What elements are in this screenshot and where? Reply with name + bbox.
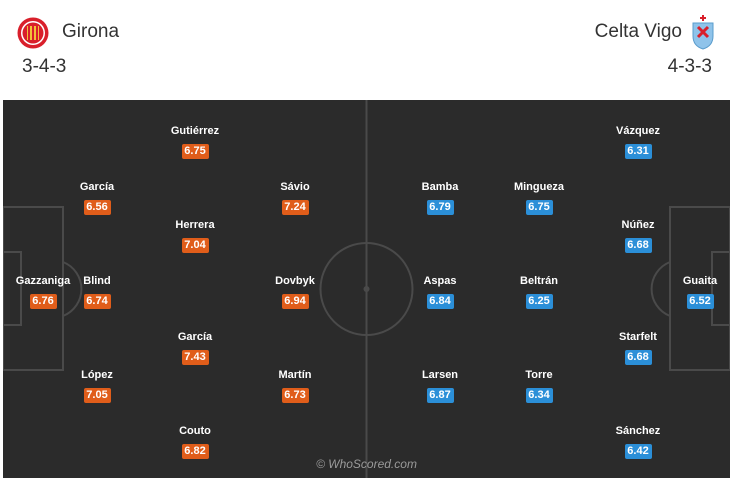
player-name: Larsen xyxy=(421,369,459,381)
celta-crest-icon xyxy=(692,15,714,50)
player-home-dovbyk[interactable]: Dovbyk 6.94 xyxy=(255,274,335,309)
player-name: Mingueza xyxy=(513,181,565,193)
match-header: Girona 3-4-3 Celta Vigo 4-3-3 xyxy=(0,0,730,95)
player-name: Herrera xyxy=(175,219,215,231)
player-rating: 6.75 xyxy=(181,144,209,159)
away-formation: 4-3-3 xyxy=(667,56,712,77)
player-home-lopez[interactable]: López 7.05 xyxy=(57,368,137,403)
player-rating: 6.31 xyxy=(624,144,652,159)
player-away-mingueza[interactable]: Mingueza 6.75 xyxy=(499,180,579,215)
player-rating: 6.87 xyxy=(426,388,454,403)
player-name: Torre xyxy=(525,369,553,381)
player-name: Bamba xyxy=(421,181,459,193)
player-name: Dovbyk xyxy=(275,275,315,287)
player-away-aspas[interactable]: Aspas 6.84 xyxy=(400,274,480,309)
player-home-martin[interactable]: Martín 6.73 xyxy=(255,368,335,403)
player-name: Blind xyxy=(83,275,111,287)
player-name: Gutiérrez xyxy=(170,125,220,137)
player-rating: 7.24 xyxy=(281,200,309,215)
home-team-name[interactable]: Girona xyxy=(62,21,120,42)
player-away-vazquez[interactable]: Vázquez 6.31 xyxy=(598,124,678,159)
player-rating: 6.25 xyxy=(525,294,553,309)
player-away-bamba[interactable]: Bamba 6.79 xyxy=(400,180,480,215)
player-rating: 7.43 xyxy=(181,350,209,365)
player-rating: 6.34 xyxy=(525,388,553,403)
player-name: Vázquez xyxy=(615,125,660,137)
player-rating: 7.04 xyxy=(181,238,209,253)
player-away-beltran[interactable]: Beltrán 6.25 xyxy=(499,274,579,309)
player-home-garcia-2[interactable]: García 7.43 xyxy=(155,330,235,365)
player-rating: 6.75 xyxy=(525,200,553,215)
player-rating: 6.68 xyxy=(624,238,652,253)
player-home-blind[interactable]: Blind 6.74 xyxy=(57,274,137,309)
player-name: Couto xyxy=(179,425,211,437)
player-home-savio[interactable]: Sávio 7.24 xyxy=(255,180,335,215)
player-name: Sánchez xyxy=(615,425,661,437)
player-rating: 6.76 xyxy=(29,294,57,309)
away-team-name[interactable]: Celta Vigo xyxy=(594,21,682,42)
player-home-gutierrez[interactable]: Gutiérrez 6.75 xyxy=(155,124,235,159)
player-rating: 6.82 xyxy=(181,444,209,459)
player-away-guaita[interactable]: Guaita 6.52 xyxy=(660,274,730,309)
player-away-torre[interactable]: Torre 6.34 xyxy=(499,368,579,403)
player-away-nunez[interactable]: Núñez 6.68 xyxy=(598,218,678,253)
pitch: Gazzaniga 6.76 García 6.56 Blind 6.74 Ló… xyxy=(3,100,730,478)
player-name: López xyxy=(81,369,113,381)
player-away-larsen[interactable]: Larsen 6.87 xyxy=(400,368,480,403)
player-name: Starfelt xyxy=(619,331,657,343)
player-rating: 6.74 xyxy=(83,294,111,309)
player-name: Sávio xyxy=(280,181,310,193)
player-name: Gazzaniga xyxy=(15,275,71,287)
player-away-starfelt[interactable]: Starfelt 6.68 xyxy=(598,330,678,365)
player-rating: 6.52 xyxy=(686,294,714,309)
player-rating: 6.94 xyxy=(281,294,309,309)
player-away-sanchez[interactable]: Sánchez 6.42 xyxy=(598,424,678,459)
player-rating: 6.79 xyxy=(426,200,454,215)
player-rating: 6.42 xyxy=(624,444,652,459)
player-name: García xyxy=(177,331,213,343)
player-name: Guaita xyxy=(682,275,718,287)
whoscored-watermark: © WhoScored.com xyxy=(316,457,417,471)
player-home-garcia-1[interactable]: García 6.56 xyxy=(57,180,137,215)
pitch-markings xyxy=(3,100,730,478)
player-name: Aspas xyxy=(423,275,457,287)
home-formation: 3-4-3 xyxy=(22,56,67,77)
player-name: García xyxy=(79,181,115,193)
player-rating: 6.84 xyxy=(426,294,454,309)
player-name: Beltrán xyxy=(520,275,558,287)
player-rating: 6.68 xyxy=(624,350,652,365)
player-home-herrera[interactable]: Herrera 7.04 xyxy=(155,218,235,253)
player-rating: 6.56 xyxy=(83,200,111,215)
girona-crest-icon xyxy=(17,17,49,49)
player-home-gazzaniga[interactable]: Gazzaniga 6.76 xyxy=(3,274,83,309)
player-rating: 7.05 xyxy=(83,388,111,403)
player-rating: 6.73 xyxy=(281,388,309,403)
player-home-couto[interactable]: Couto 6.82 xyxy=(155,424,235,459)
player-name: Núñez xyxy=(621,219,655,231)
player-name: Martín xyxy=(278,369,312,381)
